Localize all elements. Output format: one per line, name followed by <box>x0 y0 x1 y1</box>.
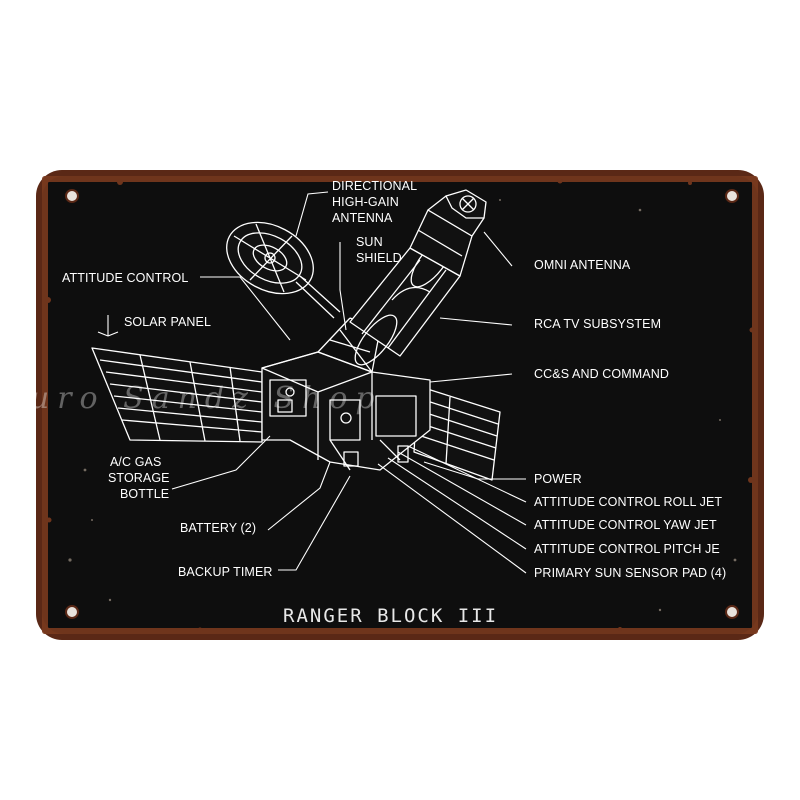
label-sun-shield-1: SUN <box>356 235 383 249</box>
callout-labels: DIRECTIONAL HIGH-GAIN ANTENNA SUN SHIELD… <box>62 179 726 580</box>
label-ccs-command: CC&S AND COMMAND <box>534 367 669 381</box>
label-ac-gas-2: STORAGE <box>108 471 170 485</box>
label-pitch-jet: ATTITUDE CONTROL PITCH JE <box>534 542 720 556</box>
label-power: POWER <box>534 472 582 486</box>
label-directional-antenna-3: ANTENNA <box>332 211 393 225</box>
label-attitude-control: ATTITUDE CONTROL <box>62 271 188 285</box>
leader-lines <box>97 191 527 574</box>
mount-hole-bl <box>65 605 79 619</box>
high-gain-dish <box>226 221 341 319</box>
mount-hole-tl <box>65 189 79 203</box>
solar-panel-right <box>413 385 501 481</box>
label-ac-gas-1: A/C GAS <box>110 455 161 469</box>
mount-hole-br <box>725 605 739 619</box>
label-yaw-jet: ATTITUDE CONTROL YAW JET <box>534 518 717 532</box>
label-solar-panel: SOLAR PANEL <box>124 315 211 329</box>
label-omni-antenna: OMNI ANTENNA <box>534 258 631 272</box>
label-battery: BATTERY (2) <box>180 521 256 535</box>
spacecraft-bus <box>261 351 431 471</box>
label-roll-jet: ATTITUDE CONTROL ROLL JET <box>534 495 722 509</box>
watermark-text: Euro Sandz Shop <box>0 381 383 416</box>
label-sun-sensor: PRIMARY SUN SENSOR PAD (4) <box>534 566 726 580</box>
diagram-title: RANGER BLOCK III <box>283 605 498 627</box>
label-rca-tv: RCA TV SUBSYSTEM <box>534 317 661 331</box>
label-sun-shield-2: SHIELD <box>356 251 402 265</box>
label-directional-antenna-2: HIGH-GAIN <box>332 195 399 209</box>
solar-panel-left <box>91 347 263 443</box>
mount-hole-tr <box>725 189 739 203</box>
label-ac-gas-3: BOTTLE <box>120 487 169 501</box>
label-backup-timer: BACKUP TIMER <box>178 565 273 579</box>
label-directional-antenna-1: DIRECTIONAL <box>332 179 417 193</box>
ranger-spacecraft-illustration <box>91 189 501 481</box>
tv-subsystem-tube <box>349 189 487 366</box>
